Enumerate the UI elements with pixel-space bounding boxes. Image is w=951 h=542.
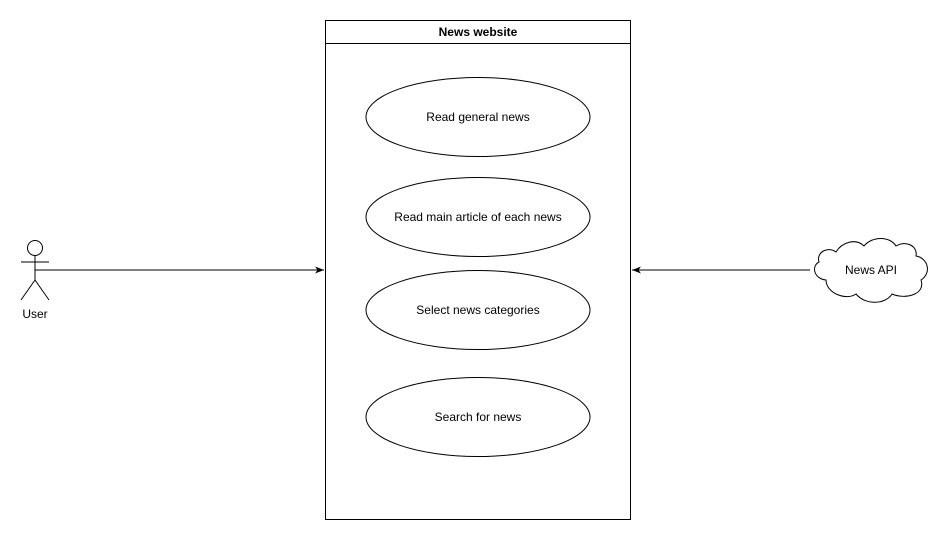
use-case-read-general-news: Read general news xyxy=(365,77,591,157)
cloud-icon xyxy=(814,238,928,303)
stick-figure-icon xyxy=(20,240,50,301)
actor-user-label: User xyxy=(22,307,47,321)
use-case-ellipse xyxy=(365,270,591,350)
system-title: News website xyxy=(439,25,518,39)
use-case-label: Search for news xyxy=(435,410,522,424)
use-case-select-categories: Select news categories xyxy=(365,270,591,350)
use-case-ellipse xyxy=(365,377,591,457)
actor-news-api-label: News API xyxy=(845,263,897,277)
use-case-label: Select news categories xyxy=(416,303,539,317)
use-case-label: Read general news xyxy=(426,110,529,124)
use-case-ellipse xyxy=(365,177,591,257)
actor-user: User xyxy=(20,240,50,321)
use-case-label: Read main article of each news xyxy=(394,210,561,224)
use-case-read-main-article: Read main article of each news xyxy=(365,177,591,257)
use-case-ellipse xyxy=(365,77,591,157)
use-case-search-news: Search for news xyxy=(365,377,591,457)
actor-news-api: News API xyxy=(814,238,928,303)
